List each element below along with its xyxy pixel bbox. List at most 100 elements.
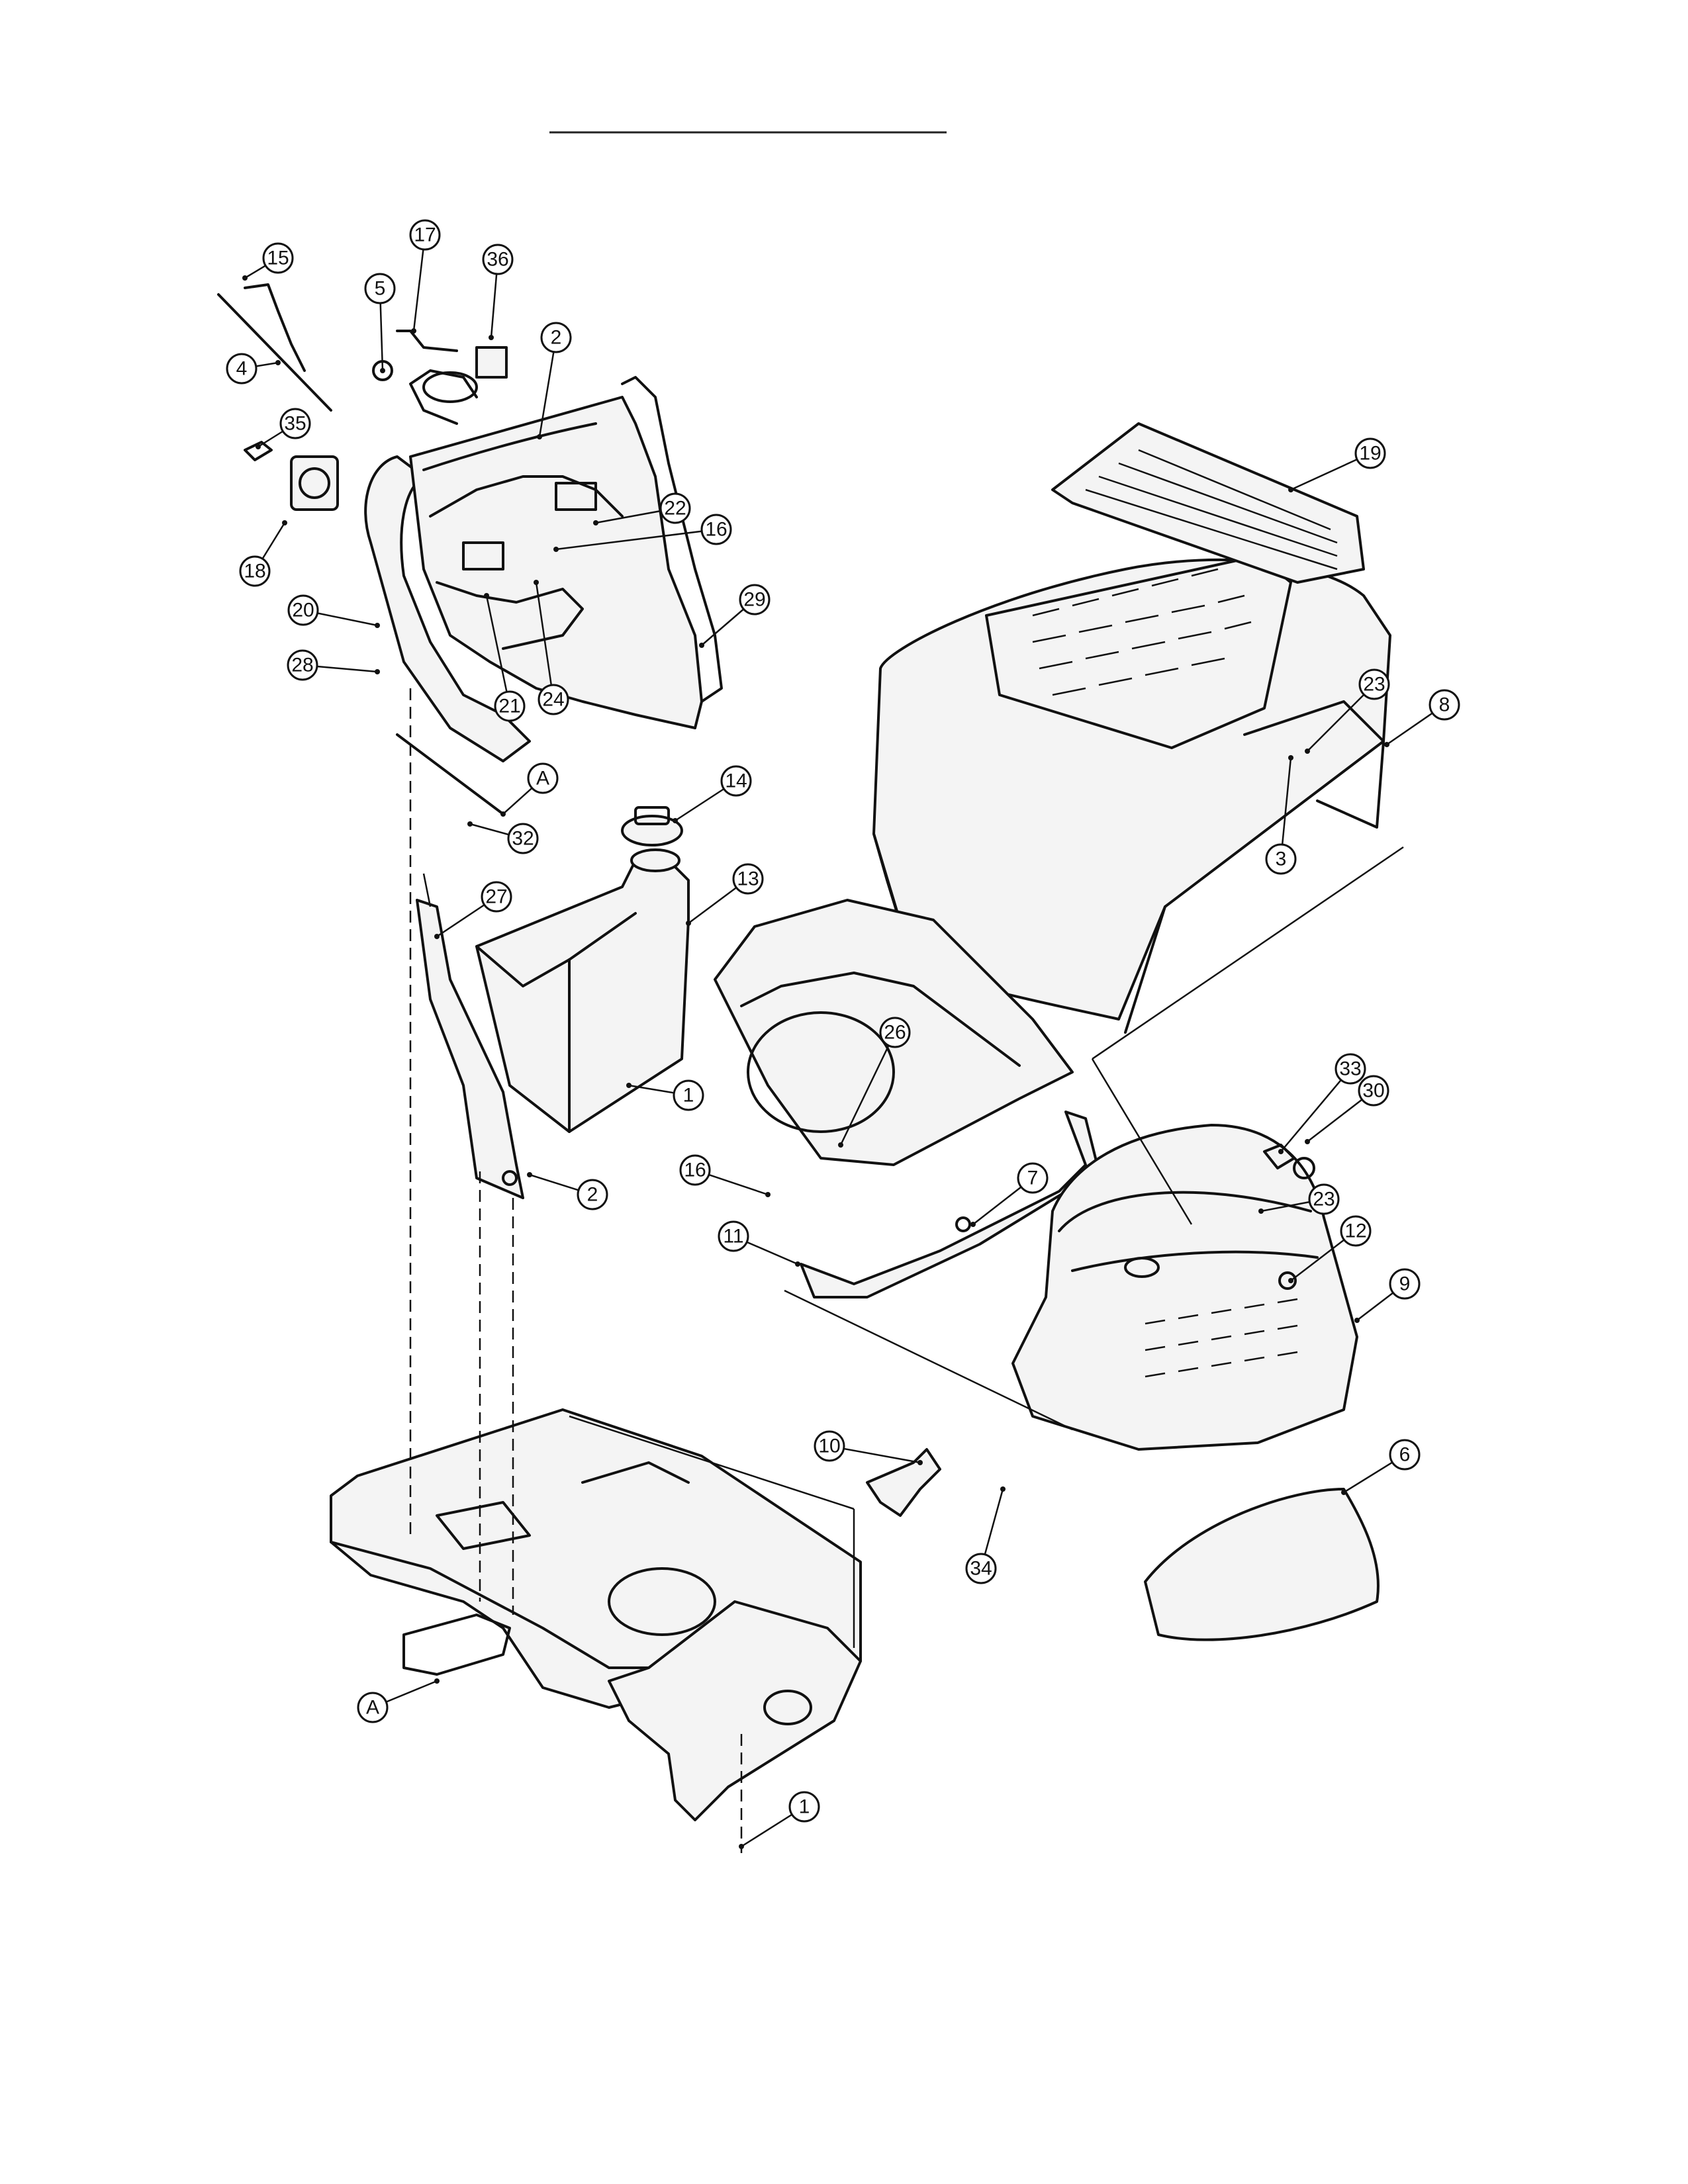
callout-14: 14: [673, 765, 752, 823]
leader-arrowhead: [434, 934, 440, 939]
leader-arrowhead: [375, 669, 380, 674]
callout-label: 35: [284, 413, 306, 435]
callout-circle: [409, 219, 441, 251]
callout-8: 8: [1384, 689, 1460, 747]
callout-1: 1: [739, 1791, 820, 1849]
callout-17: 17: [409, 219, 441, 334]
callout-circle: [262, 242, 294, 274]
callout-circle: [1017, 1162, 1049, 1194]
callout-label: 22: [664, 498, 686, 520]
callout-5: 5: [364, 273, 396, 373]
leader-arrowhead: [1305, 1139, 1310, 1144]
callout-18: 18: [239, 520, 287, 587]
callout-label: 14: [725, 770, 747, 792]
callout-circle: [1429, 689, 1460, 721]
callout-label: 29: [743, 589, 765, 611]
callout-27: 27: [434, 881, 512, 939]
leader-arrowhead: [1288, 1278, 1293, 1283]
callout-label: 10: [818, 1435, 840, 1457]
leader-arrowhead: [593, 520, 598, 525]
callout-30: 30: [1305, 1075, 1389, 1144]
callout-circle: [1335, 1053, 1366, 1085]
leader-arrowhead: [1384, 742, 1389, 747]
leader-arrowhead: [1288, 487, 1293, 492]
callout-leader: [535, 582, 555, 700]
callout-label: 34: [970, 1558, 992, 1580]
callout-16: 16: [553, 514, 732, 552]
leader-arrowhead: [970, 1222, 976, 1227]
front-bracket: [800, 1111, 1100, 1298]
leader-arrowhead: [537, 434, 542, 439]
headlight-lens: [1144, 1488, 1380, 1641]
callout-circle: [527, 762, 559, 794]
callout-A: A: [357, 1678, 440, 1723]
callout-10: 10: [814, 1430, 923, 1465]
frame-bracket: [608, 1600, 862, 1821]
callout-label: 32: [512, 828, 534, 850]
leader-arrowhead: [917, 1460, 923, 1465]
callout-leader: [485, 595, 511, 707]
callout-circle: [239, 555, 271, 587]
callout-circle: [1358, 668, 1390, 700]
hood: [872, 555, 1391, 1034]
leader-arrowhead: [1258, 1208, 1264, 1214]
callout-circle: [1308, 1183, 1340, 1215]
leader-arrowhead: [242, 275, 248, 281]
callout-circle: [739, 584, 771, 615]
leader-arrowhead: [282, 520, 287, 525]
callout-label: 27: [485, 886, 507, 908]
callout-circle: [1389, 1268, 1421, 1300]
callout-circle: [788, 1791, 820, 1823]
callout-label: 26: [884, 1022, 906, 1044]
leader-arrowhead: [380, 368, 385, 373]
callout-label: 9: [1399, 1273, 1411, 1295]
callout-11: 11: [718, 1220, 800, 1267]
callout-20: 20: [287, 594, 380, 628]
leader-arrowhead: [484, 593, 489, 598]
hood-vents: [1032, 568, 1252, 696]
callout-29: 29: [699, 584, 771, 648]
callout-circle: [279, 408, 311, 439]
callout-36: 36: [482, 244, 514, 340]
callout-circle: [879, 1017, 911, 1048]
callout-label: 4: [236, 358, 248, 380]
callout-label: 1: [799, 1796, 810, 1818]
callout-label: 8: [1439, 694, 1450, 716]
callout-32: 32: [467, 821, 539, 854]
callout-label: 19: [1359, 443, 1381, 465]
callout-circle: [732, 863, 764, 895]
leader-arrowhead: [553, 547, 559, 552]
callout-leader: [1307, 684, 1375, 752]
leader-arrowhead: [739, 1844, 744, 1849]
callout-22: 22: [593, 492, 691, 525]
callout-circle: [287, 594, 319, 626]
leader-arrowhead: [534, 580, 539, 585]
callout-35: 35: [256, 408, 311, 449]
callout-23: 23: [1258, 1183, 1340, 1215]
callout-label: 2: [551, 327, 562, 349]
callout-28: 28: [287, 649, 380, 681]
callout-label: 23: [1363, 674, 1385, 696]
callout-label: 16: [705, 519, 727, 541]
callout-2: 2: [537, 322, 572, 439]
callout-12: 12: [1288, 1215, 1372, 1283]
grille-bracket: [866, 1448, 941, 1517]
fuel-tank: [475, 806, 690, 1133]
callout-circle: [481, 881, 512, 913]
callout-circle: [720, 765, 752, 797]
callout-label: 18: [244, 561, 265, 582]
callout-9: 9: [1354, 1268, 1421, 1323]
callout-circle: [1265, 843, 1297, 875]
callout-6: 6: [1341, 1439, 1421, 1495]
headlight-bulb: [1263, 1144, 1315, 1179]
callout-circle: [494, 690, 526, 722]
callout-circle: [357, 1692, 389, 1723]
callout-label: 2: [587, 1184, 598, 1206]
callout-label: A: [366, 1697, 379, 1719]
leader-arrowhead: [699, 643, 704, 648]
callout-label: 23: [1313, 1189, 1335, 1210]
callout-4: 4: [226, 353, 281, 385]
callout-label: 36: [487, 249, 508, 271]
